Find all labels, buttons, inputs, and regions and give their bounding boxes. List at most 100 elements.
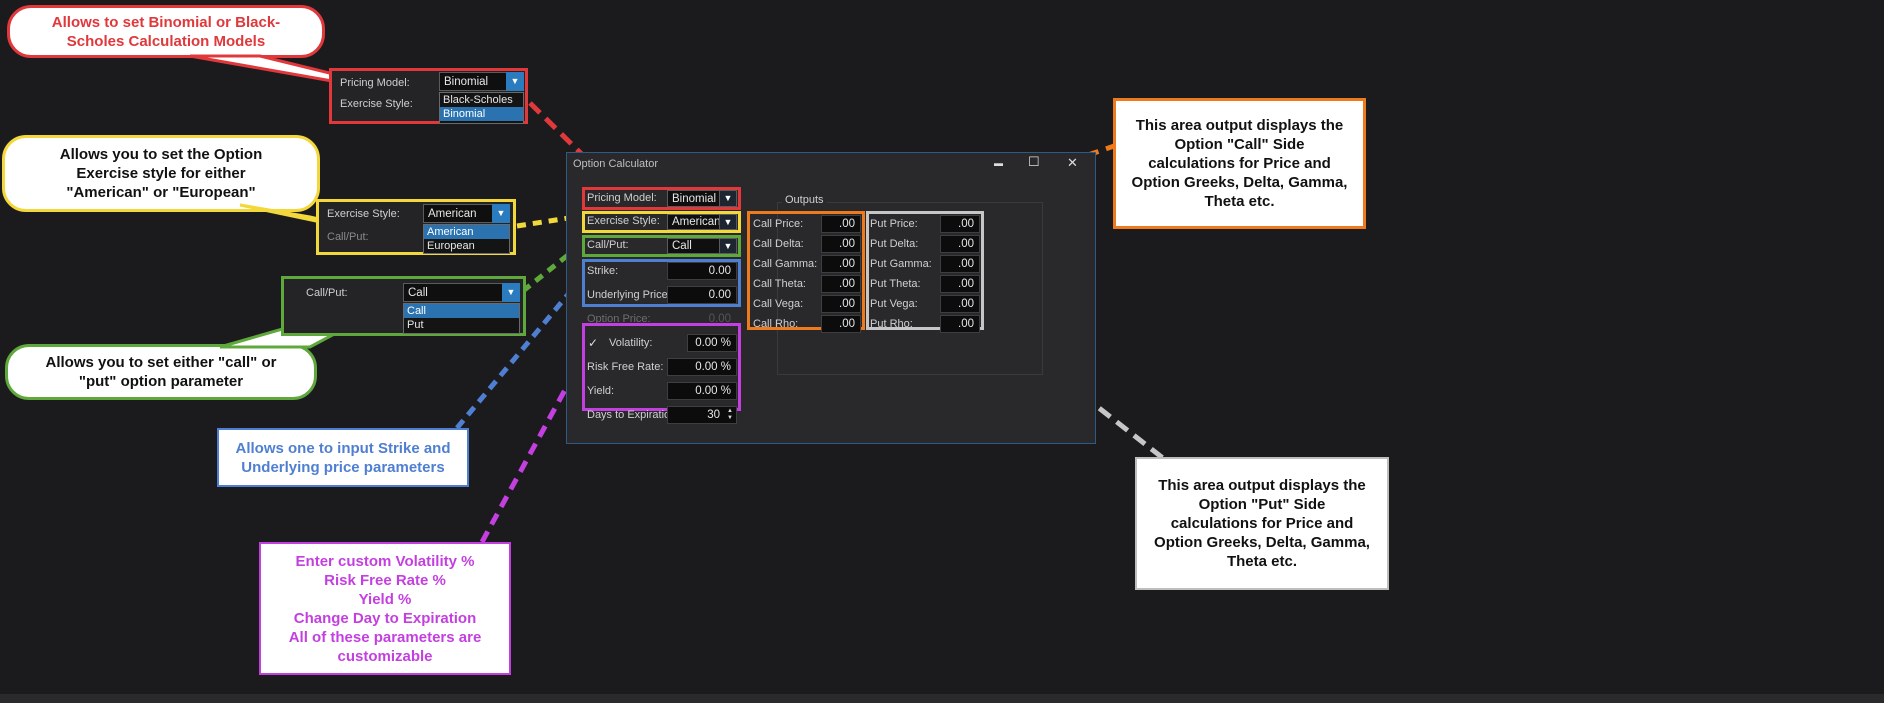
underlying-price-label: Underlying Price: [587,289,671,301]
strike-input[interactable]: 0.00 [667,262,737,280]
callout-pricing-model-text: Allows to set Binomial or Black- Scholes… [51,13,281,50]
option-call[interactable]: Call [404,304,519,318]
zoom-pricing-model-combo[interactable]: Binomial ▼ [439,72,524,91]
callout-exercise-style: Allows you to set the Option Exercise st… [2,135,320,212]
call-theta-output: .00 [821,275,861,293]
put-gamma-label: Put Gamma: [870,258,932,270]
callout-pricing-model: Allows to set Binomial or Black- Scholes… [7,5,325,58]
zoom-call-put-list: Call Put [403,303,520,334]
bottom-status-strip [0,694,1884,703]
option-price-label: Option Price: [587,313,651,325]
put-rho-output: .00 [940,315,980,333]
chevron-down-icon[interactable]: ▼ [719,238,737,254]
option-put[interactable]: Put [407,319,424,331]
minimize-icon[interactable]: ▬ [994,158,1003,168]
put-output-row: Put Rho: .00 [870,314,980,334]
call-rho-value: .00 [839,318,855,330]
call-gamma-value: .00 [839,258,855,270]
zoom-call-put-value: Call [408,287,428,299]
option-binomial[interactable]: Binomial [440,107,523,121]
call-rho-label: Call Rho: [753,318,799,330]
pricing-model-highlight [582,187,741,210]
exercise-style-value: American [672,216,721,228]
put-theta-value: .00 [958,278,974,290]
call-output-row: Call Rho: .00 [753,314,861,334]
put-rho-label: Put Rho: [870,318,913,330]
call-vega-label: Call Vega: [753,298,804,310]
call-put-select[interactable]: Call ▼ [667,238,737,254]
chevron-down-icon[interactable]: ▼ [719,214,737,230]
exercise-style-label: Exercise Style: [587,215,660,227]
zoom-exercise-style-combo[interactable]: American ▼ [423,204,510,223]
callout-strike-text: Allows one to input Strike and Underlyin… [235,439,451,476]
put-vega-value: .00 [958,298,974,310]
volatility-group-highlight [582,323,741,411]
chevron-down-icon[interactable]: ▼ [502,283,520,302]
put-theta-output: .00 [940,275,980,293]
put-gamma-output: .00 [940,255,980,273]
pricing-model-value: Binomial [672,193,717,205]
window-title: Option Calculator [573,158,658,170]
risk-free-rate-input[interactable]: 0.00 % [667,358,737,376]
option-american[interactable]: American [424,225,509,239]
option-black-scholes[interactable]: Black-Scholes [443,94,513,106]
strike-underlying-highlight [582,259,741,307]
zoom-callput-label-partial: Call/Put: [327,231,369,243]
call-theta-value: .00 [839,278,855,290]
underlying-price-input[interactable]: 0.00 [667,286,737,304]
call-output-row: Call Delta: .00 [753,234,861,254]
put-output-row: Put Price: .00 [870,214,980,234]
call-delta-label: Call Delta: [753,238,804,250]
volatility-checkbox[interactable]: ✓ [588,336,599,350]
put-outputs-highlight [866,211,984,330]
stepper-up-icon[interactable]: ▲ [727,408,733,414]
call-output-row: Call Price: .00 [753,214,861,234]
zoom-call-put-combo[interactable]: Call ▼ [403,283,520,302]
yield-input[interactable]: 0.00 % [667,382,737,400]
put-outputs-list: Put Price: .00 Put Delta: .00 Put Gamma:… [870,214,980,333]
volatility-label: Volatility: [609,337,653,349]
chevron-down-icon[interactable]: ▼ [719,190,737,207]
put-delta-output: .00 [940,235,980,253]
yield-label: Yield: [587,385,615,397]
put-output-row: Put Theta: .00 [870,274,980,294]
put-rho-value: .00 [958,318,974,330]
callout-call-side-text: This area output displays the Option "Ca… [1131,117,1348,210]
call-outputs-highlight [747,211,865,330]
callout-exercise-style-text: Allows you to set the Option Exercise st… [59,146,263,201]
chevron-down-icon[interactable]: ▼ [492,204,510,223]
put-output-row: Put Gamma: .00 [870,254,980,274]
callout-put-side-text: This area output displays the Option "Pu… [1154,477,1370,570]
option-european[interactable]: European [427,240,475,252]
callout-call-put: Allows you to set either "call" or "put"… [5,344,317,400]
put-theta-label: Put Theta: [870,278,921,290]
call-put-label: Call/Put: [587,239,629,251]
put-gamma-value: .00 [958,258,974,270]
days-to-expiration-stepper[interactable]: 30 ▲ ▼ [667,406,737,424]
call-gamma-label: Call Gamma: [753,258,818,270]
outputs-label: Outputs [782,194,827,206]
callout-volatility: Enter custom Volatility % Risk Free Rate… [259,542,511,675]
callout-strike: Allows one to input Strike and Underlyin… [217,428,469,487]
put-price-output: .00 [940,215,980,233]
maximize-icon[interactable]: ☐ [1028,154,1040,169]
volatility-input[interactable]: 0.00 % [687,334,737,352]
put-output-row: Put Delta: .00 [870,234,980,254]
put-delta-value: .00 [958,238,974,250]
pricing-model-select[interactable]: Binomial ▼ [667,190,737,207]
call-output-row: Call Vega: .00 [753,294,861,314]
strike-value: 0.00 [708,265,731,277]
pricing-model-label: Pricing Model: [587,192,657,204]
put-vega-label: Put Vega: [870,298,918,310]
call-delta-value: .00 [839,238,855,250]
call-outputs-list: Call Price: .00 Call Delta: .00 Call Gam… [753,214,861,333]
chevron-down-icon[interactable]: ▼ [506,72,524,91]
stepper-down-icon[interactable]: ▼ [727,415,733,421]
call-output-row: Call Gamma: .00 [753,254,861,274]
risk-free-rate-value: 0.00 % [695,361,731,373]
close-icon[interactable]: ✕ [1067,155,1078,170]
put-price-value: .00 [958,218,974,230]
call-delta-output: .00 [821,235,861,253]
exercise-style-select[interactable]: American ▼ [667,214,737,230]
call-gamma-output: .00 [821,255,861,273]
